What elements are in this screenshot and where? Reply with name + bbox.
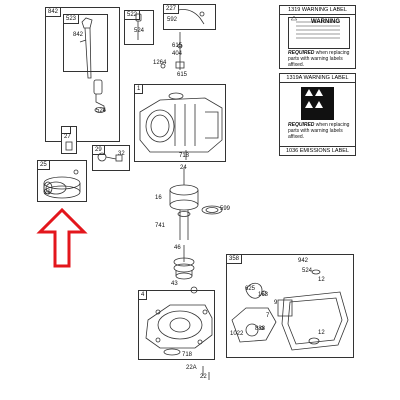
dipstick-522-drawing <box>135 13 142 40</box>
warning-label-1319-panel: 1319 WARNING LABEL WARNING REQUIRED when… <box>279 5 356 69</box>
part-box-522: 522 <box>124 10 154 45</box>
warning-label-1319-lines <box>290 15 340 39</box>
part-label-27: 27 <box>64 134 71 140</box>
part-label-718-b: 718 <box>182 352 193 358</box>
engine-block-drawing <box>139 92 223 160</box>
required-text-a: when replacing parts with warning labels… <box>288 122 350 140</box>
part-label-718-a: 718 <box>179 153 190 159</box>
part-label-524-b: 524 <box>134 28 145 34</box>
part-label-842-inner: 842 <box>73 32 84 38</box>
gasket-set-drawing <box>231 269 349 351</box>
piston-drawing <box>43 169 81 199</box>
required-bold: REQUIRED <box>288 50 315 56</box>
part-label-358: 358 <box>227 255 243 264</box>
part-label-842: 842 <box>46 8 62 17</box>
part-label-22a: 22A <box>186 365 197 371</box>
part-label-741: 741 <box>155 223 166 229</box>
crankshaft-drawing <box>169 168 223 240</box>
part-label-12: 12 <box>318 277 325 283</box>
part-label-615: 615 <box>172 43 183 49</box>
part-label-522: 522 <box>125 11 141 20</box>
piston-pin-drawing <box>65 141 73 151</box>
part-label-25: 25 <box>38 161 50 170</box>
part-box-27 <box>61 126 77 154</box>
part-label-524-a: 524 <box>96 108 107 114</box>
part-label-7: 7 <box>266 313 270 319</box>
part-label-404: 404 <box>172 51 183 57</box>
part-label-4: 4 <box>139 291 148 300</box>
part-label-888: 888 <box>255 326 266 332</box>
warning-label-1319-title: 1319 WARNING LABEL <box>280 6 355 15</box>
part-label-12-b: 12 <box>318 330 325 336</box>
part-label-524-c: 524 <box>302 268 313 274</box>
sump-drawing <box>145 304 213 380</box>
part-label-1264: 1264 <box>153 60 167 66</box>
required-text: when replacing parts with warning labels… <box>288 50 350 68</box>
part-label-27-tag <box>62 127 71 134</box>
emissions-label-1036-title: 1036 EMISSIONS LABEL <box>280 146 355 155</box>
part-label-26: 26 <box>44 190 51 196</box>
camshaft-drawing <box>173 245 198 294</box>
part-label-592: 592 <box>167 17 178 23</box>
warning-label-1319a-panel: 1319A WARNING LABEL REQUIRED when replac… <box>279 73 356 156</box>
warning-label-1319a-title: 1319A WARNING LABEL <box>280 74 355 83</box>
part-label-9: 9 <box>274 300 278 306</box>
part-label-615-b: 615 <box>177 72 188 78</box>
part-box-523: 523 <box>63 14 108 72</box>
warning-label-1319a-symbols <box>305 89 323 108</box>
part-label-24: 24 <box>180 165 187 171</box>
breather-227-drawing <box>160 9 205 70</box>
part-label-523: 523 <box>64 15 80 24</box>
part-label-22: 22 <box>200 374 207 380</box>
part-label-942: 942 <box>298 258 309 264</box>
part-label-46: 46 <box>174 245 181 251</box>
red-arrow-icon <box>36 207 88 268</box>
part-label-16: 16 <box>155 195 162 201</box>
dipstick-tube-drawing <box>79 17 106 113</box>
warning-label-1319a-required-note: REQUIRED when replacing parts with warni… <box>288 122 352 140</box>
part-label-43: 43 <box>171 281 178 287</box>
part-box-1: 1 <box>134 84 226 162</box>
connecting-rod-drawing <box>97 152 123 162</box>
warning-label-1319-required-note: REQUIRED when replacing parts with warni… <box>288 50 352 68</box>
required-bold-a: REQUIRED <box>288 122 315 128</box>
part-box-358: 358 <box>226 254 354 358</box>
part-label-1: 1 <box>135 85 144 94</box>
part-label-32: 32 <box>118 151 125 157</box>
part-label-599: 599 <box>220 206 231 212</box>
part-label-625: 625 <box>245 286 256 292</box>
